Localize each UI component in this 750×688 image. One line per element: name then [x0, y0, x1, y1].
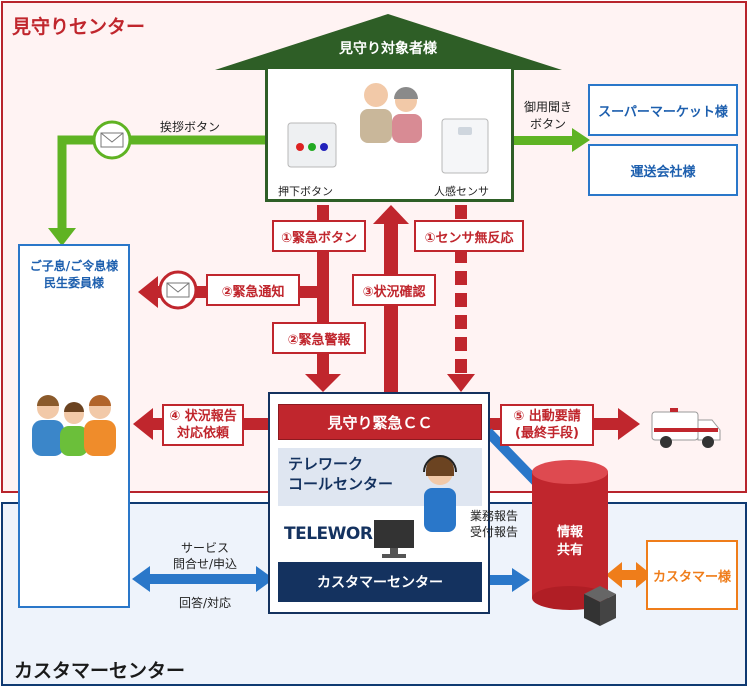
order-label-line1: 御用聞き: [523, 100, 572, 114]
service-arrowhead-right: [256, 566, 274, 592]
dispatch-label-line1: ⑤ 出動要請: [513, 409, 581, 424]
cc-customer-arrowhead: [512, 568, 530, 592]
info-cylinder-top: [532, 460, 608, 484]
operator-icon: [423, 455, 457, 532]
share-arrow: [620, 570, 638, 580]
info-share-line1: 情報: [556, 525, 583, 540]
report-label: ④ 状況報告 対応依頼: [162, 404, 244, 446]
family-label-line2: 民生委員様: [43, 276, 104, 290]
answer-label: 回答/対応: [178, 596, 232, 610]
dispatch-arrowhead: [618, 408, 640, 440]
family-label: ご子息/ご令息様 民生委員様: [18, 258, 130, 292]
emergency-notice-arrowhead: [138, 276, 158, 308]
dispatch-label: ⑤ 出動要請 (最終手段): [500, 404, 594, 446]
order-label-line2: ボタン: [529, 117, 566, 131]
service-label-line2: 問合せ/申込: [172, 557, 238, 571]
greeting-arrowhead: [48, 228, 76, 246]
status-check-label: ③状況確認: [352, 274, 436, 306]
watch-center-title: 見守りセンター: [12, 16, 146, 38]
report-label-line1: ④ 状況報告: [169, 409, 237, 424]
biz-report-label: 業務報告 受付報告: [470, 508, 518, 540]
motion-sensor-device-icon: [441, 118, 489, 174]
order-arrowhead: [572, 128, 590, 152]
cc-customer-arrow: [488, 575, 514, 585]
telework-label: テレワーク コールセンター: [288, 454, 393, 494]
report-label-line2: 対応依頼: [176, 426, 229, 441]
family-people-icon: [32, 395, 116, 456]
telework-label-line1: テレワーク: [288, 455, 364, 473]
customer-box: カスタマー様: [646, 540, 738, 610]
monitor-icon: [374, 520, 414, 558]
push-button-label: 押下ボタン: [278, 185, 333, 198]
status-check-arrowhead: [373, 205, 409, 224]
telework-label-line2: コールセンター: [288, 475, 394, 493]
sensor-no-response-label: ①センサ無反応: [414, 220, 524, 252]
share-arrowhead-left: [606, 562, 622, 588]
info-share-label: 情報 共有: [548, 524, 592, 560]
greeting-label: 挨拶ボタン: [160, 120, 221, 134]
service-label: サービス 問合せ/申込: [150, 540, 260, 572]
envelope-icon: [92, 120, 132, 160]
emergency-button-arrowhead: [305, 374, 341, 392]
service-label-line1: サービス: [180, 541, 229, 555]
emergency-button-label: ①緊急ボタン: [272, 220, 366, 252]
motion-sensor-label: 人感センサ: [434, 185, 489, 198]
emergency-alarm-label: ②緊急警報: [272, 322, 366, 354]
info-share-line2: 共有: [556, 543, 583, 558]
biz-report-line1: 業務報告: [470, 509, 519, 523]
dispatch-label-line2: (最終手段): [515, 426, 579, 441]
status-check-arrow: [384, 222, 398, 394]
family-label-line1: ご子息/ご令息様: [29, 259, 119, 273]
house-roof: [215, 14, 562, 70]
house-title: 見守り対象者様: [339, 41, 437, 57]
elderly-couple-icon: [360, 83, 422, 143]
house-box: 押下ボタン 人感センサ: [265, 66, 514, 202]
service-arrowhead-left: [132, 566, 150, 592]
report-arrowhead: [133, 408, 153, 440]
server-icon: [584, 586, 616, 626]
emergency-notice-label: ②緊急通知: [206, 274, 300, 306]
customer-center-title: カスタマーセンター: [14, 660, 186, 682]
emergency-cc-box: 見守り緊急ＣＣ: [278, 404, 482, 440]
service-arrow: [150, 574, 258, 584]
share-arrowhead-right: [636, 562, 652, 588]
info-cylinder-body: [532, 472, 608, 598]
sensor-arrowhead: [447, 374, 475, 392]
notice-envelope-icon: [158, 270, 198, 310]
telework-logo: TELEWORK: [284, 524, 386, 544]
order-label: 御用聞き ボタン: [516, 98, 580, 132]
delivery-box: 運送会社様: [588, 144, 738, 196]
supermarket-box: スーパーマーケット様: [588, 84, 738, 136]
push-button-device-icon: [287, 122, 337, 168]
customer-center-box: カスタマーセンター: [278, 562, 482, 602]
greeting-arrow: [57, 135, 265, 232]
order-arrow: [514, 136, 574, 145]
biz-report-line2: 受付報告: [470, 525, 519, 539]
ambulance-icon: [651, 408, 721, 448]
